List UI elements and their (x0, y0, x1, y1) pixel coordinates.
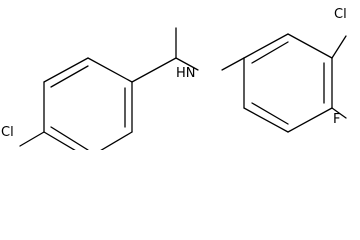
bond (50, 65, 89, 88)
atom-label-cl-right: Cl (334, 7, 347, 22)
bond (87, 57, 133, 83)
chlorophenyl-ring (43, 57, 133, 150)
bond (243, 33, 289, 59)
bond (19, 131, 45, 147)
atom-label-cl-left: Cl (1, 125, 14, 140)
bond (331, 107, 347, 119)
atom-label-f: F (333, 112, 340, 127)
bond (50, 126, 89, 150)
molecule-svg: Cl HN Cl F (1, 7, 347, 150)
structure-diagram: Cl HN Cl F (1, 7, 347, 150)
propyl-chain (131, 27, 199, 83)
bond (287, 107, 333, 133)
bond (100, 131, 133, 150)
bond (243, 107, 289, 133)
chlorofluorophenyl-ring (243, 33, 333, 133)
atom-label-nh: HN (176, 66, 196, 81)
bond (43, 57, 89, 83)
bond (331, 35, 347, 59)
bond (175, 57, 199, 71)
bond (251, 41, 289, 64)
bond (287, 33, 333, 59)
bond (43, 131, 76, 150)
bond (221, 57, 245, 71)
bond (131, 57, 177, 83)
bond (251, 102, 289, 125)
